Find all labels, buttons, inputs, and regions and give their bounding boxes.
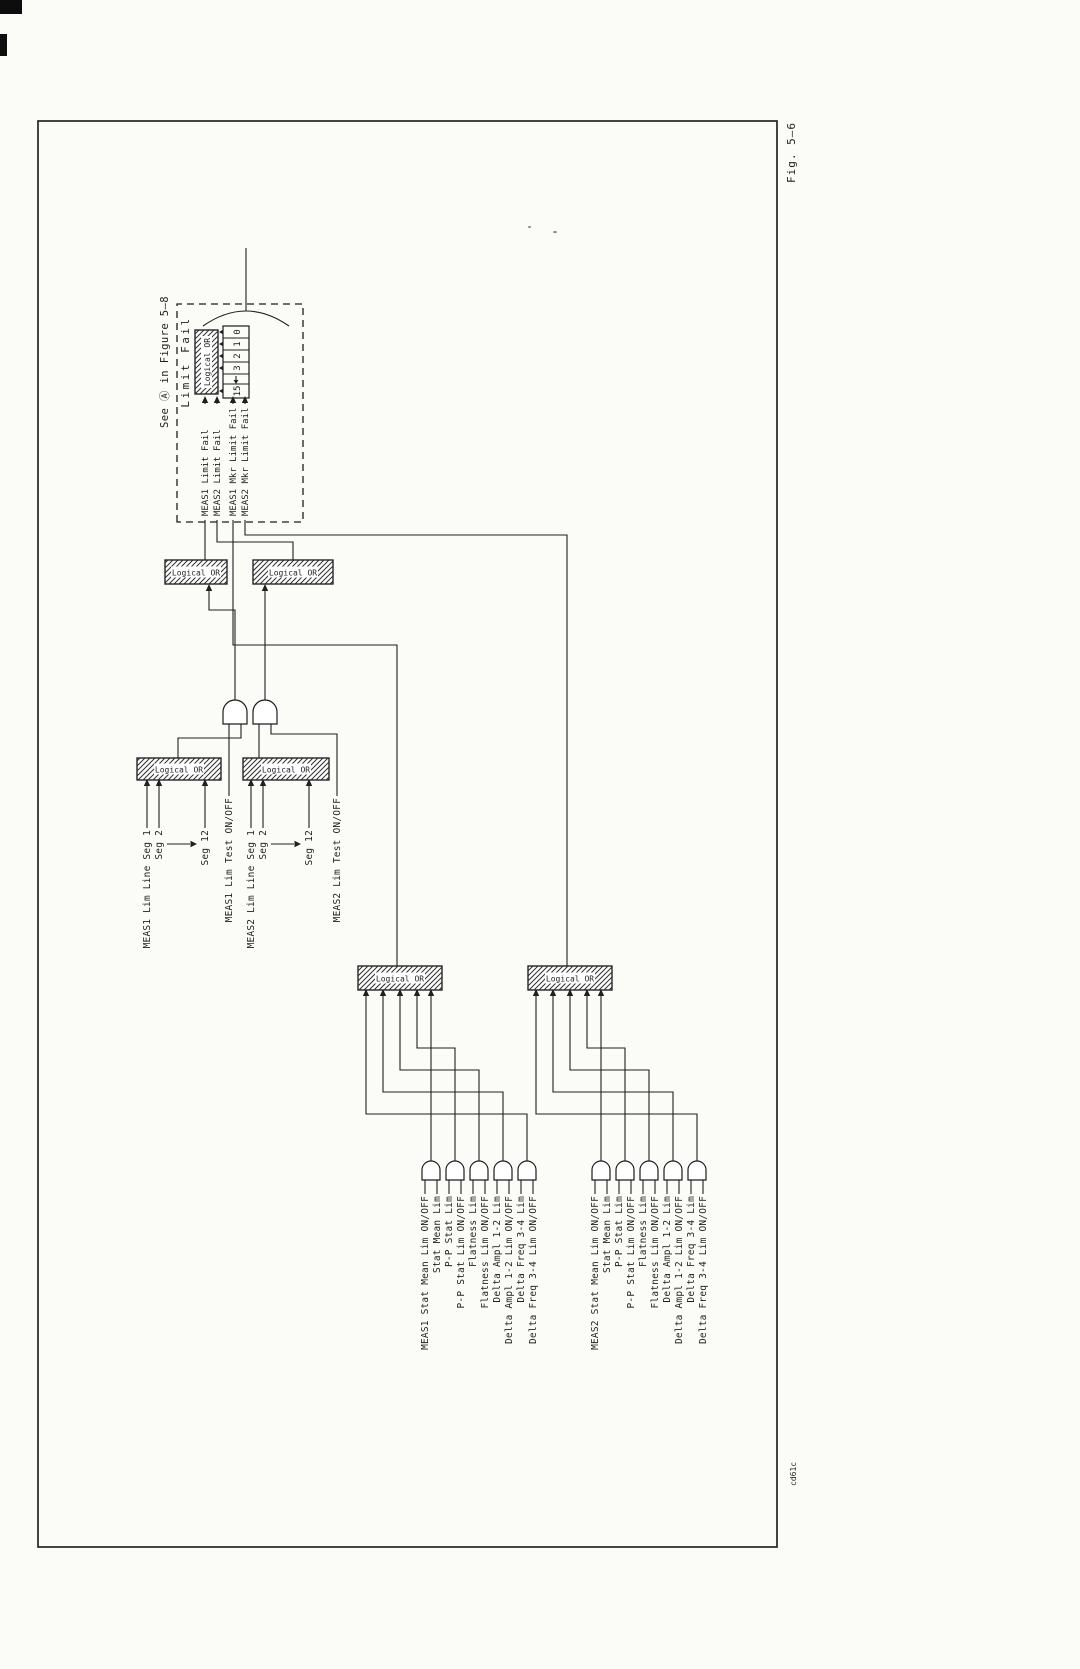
signal-label: Seg 12 xyxy=(304,830,315,866)
and-gate xyxy=(517,1160,537,1181)
signal-label: Delta Freq 3-4 Lim ON/OFF xyxy=(698,1196,709,1344)
signal-label: Flatness Lim ON/OFF xyxy=(480,1196,491,1309)
wiring-lines xyxy=(535,990,698,1161)
wiring-lines xyxy=(365,990,528,1161)
signal-label: MEAS2 Stat Mean Lim ON/OFF xyxy=(590,1196,601,1350)
signal-label: Flatness Lim xyxy=(468,1196,479,1267)
signal-label: Seg 2 xyxy=(258,830,269,860)
signal-label: P-P Stat Lim ON/OFF xyxy=(626,1196,637,1309)
register-bit: 0 xyxy=(233,329,243,334)
signal-label: P-P Stat Lim ON/OFF xyxy=(456,1196,467,1309)
drawing-code: cd61c xyxy=(789,1462,798,1486)
and-gate xyxy=(469,1160,489,1181)
register-bit: 15 xyxy=(233,386,243,397)
signal-label: P-P Stat Lim xyxy=(614,1196,625,1267)
register-input-label: MEAS2 Limit Fail xyxy=(213,429,223,516)
or-bar-label: Logical OR xyxy=(203,338,212,386)
wiring-lines xyxy=(594,1180,704,1194)
wiring-lines xyxy=(177,724,338,796)
signal-label: Stat Mean Lim xyxy=(602,1196,613,1273)
and-gate-lim-test-meas1 xyxy=(222,699,248,725)
and-gate xyxy=(687,1160,707,1181)
register-bit: 2 xyxy=(233,353,243,358)
register-to-or-ticks xyxy=(219,329,224,394)
scan-artifact-corner xyxy=(0,0,22,14)
status-register-dashed-box xyxy=(176,303,304,523)
arrowheads xyxy=(532,989,605,996)
signal-label: Flatness Lim ON/OFF xyxy=(650,1196,661,1309)
and-gate xyxy=(445,1160,465,1181)
figure-caption: Fig. 5—6 xyxy=(785,122,798,183)
and-gate xyxy=(615,1160,635,1181)
register-bit: 1 xyxy=(233,341,243,346)
drawing-frame xyxy=(37,120,778,1548)
mkr-limit-group-meas2: MEAS2 Stat Mean Lim ON/OFF Stat Mean Lim… xyxy=(244,520,709,1350)
wiring-lines xyxy=(204,520,294,560)
or-bar-label: Logical OR xyxy=(546,975,594,984)
signal-label: Delta Ampl 1-2 Lim ON/OFF xyxy=(674,1196,685,1344)
summary-gather-curve xyxy=(202,310,290,327)
signal-label: Flatness Lim xyxy=(638,1196,649,1267)
limit-fail-title: Limit Fail xyxy=(179,316,192,407)
and-gate xyxy=(591,1160,611,1181)
and-gate xyxy=(493,1160,513,1181)
register-input-label: MEAS1 Mkr Limit Fail xyxy=(229,408,239,516)
signal-label: Seg 2 xyxy=(154,830,165,860)
or-bar-label: Logical OR xyxy=(376,975,424,984)
register-input-label: MEAS1 Limit Fail xyxy=(201,429,211,516)
wiring-lines xyxy=(204,398,246,404)
signal-label: Delta Freq 3-4 Lim xyxy=(516,1196,527,1303)
see-figure-note: See Ⓐ in Figure 5—8 xyxy=(159,296,171,428)
and-gate xyxy=(663,1160,683,1181)
signal-label: P-P Stat Lim xyxy=(444,1196,455,1267)
limit-fail-register-section: See Ⓐ in Figure 5—8 MEAS1 Limit Fail MEA… xyxy=(159,248,304,523)
arrowheads xyxy=(201,396,249,403)
and-gate xyxy=(421,1160,441,1181)
or-bar-label: Logical OR xyxy=(155,766,203,775)
wiring-lines xyxy=(146,781,310,828)
signal-label: Delta Ampl 1-2 Lim xyxy=(662,1196,673,1303)
meas1-mkr-fail-route xyxy=(232,520,398,966)
signal-label: Delta Freq 3-4 Lim ON/OFF xyxy=(528,1196,539,1344)
rotated-drawing-layer: MEAS1 Stat Mean Lim ON/OFF Stat Mean Lim… xyxy=(37,120,802,1548)
signal-label: MEAS1 Stat Mean Lim ON/OFF xyxy=(420,1196,431,1350)
or-bar-label: Logical OR xyxy=(262,766,310,775)
signal-label: Stat Mean Lim xyxy=(432,1196,443,1273)
or-bar-label: Logical OR xyxy=(172,569,220,578)
arrowheads xyxy=(362,989,435,996)
signal-label: Seg 12 xyxy=(200,830,211,866)
arrowheads xyxy=(233,380,239,384)
wiring-lines xyxy=(424,1180,534,1194)
signal-label: MEAS2 Lim Test ON/OFF xyxy=(332,798,343,922)
signal-label: Delta Freq 3-4 Lim xyxy=(686,1196,697,1303)
scan-artifact-edge xyxy=(0,34,7,56)
signal-label: MEAS1 Lim Line Seg 1 xyxy=(142,830,153,948)
and-gate-lim-test-meas2 xyxy=(252,699,278,725)
and-gate xyxy=(639,1160,659,1181)
meas2-mkr-fail-route xyxy=(244,520,568,966)
limit-fail-logic-diagram: MEAS1 Stat Mean Lim ON/OFF Stat Mean Lim… xyxy=(37,120,798,1548)
scan-speck xyxy=(528,226,531,228)
wiring-lines xyxy=(208,586,266,700)
signal-label: Delta Ampl 1-2 Lim xyxy=(492,1196,503,1303)
arrowheads xyxy=(143,779,313,786)
line-limit-section: MEAS1 Lim Line Seg 1 Seg 2 Seg 12 MEAS1 … xyxy=(136,520,343,948)
arrowheads xyxy=(205,584,269,591)
register-input-label: MEAS2 Mkr Limit Fail xyxy=(241,408,251,516)
signal-label: MEAS1 Lim Test ON/OFF xyxy=(224,798,235,922)
signal-label: Delta Ampl 1-2 Lim ON/OFF xyxy=(504,1196,515,1344)
or-bar-label: Logical OR xyxy=(269,569,317,578)
mkr-limit-group-meas1: MEAS1 Stat Mean Lim ON/OFF Stat Mean Lim… xyxy=(232,520,539,1350)
register-bit: 3 xyxy=(233,365,243,370)
scan-speck xyxy=(553,231,557,233)
signal-label: MEAS2 Lim Line Seg 1 xyxy=(246,830,257,948)
